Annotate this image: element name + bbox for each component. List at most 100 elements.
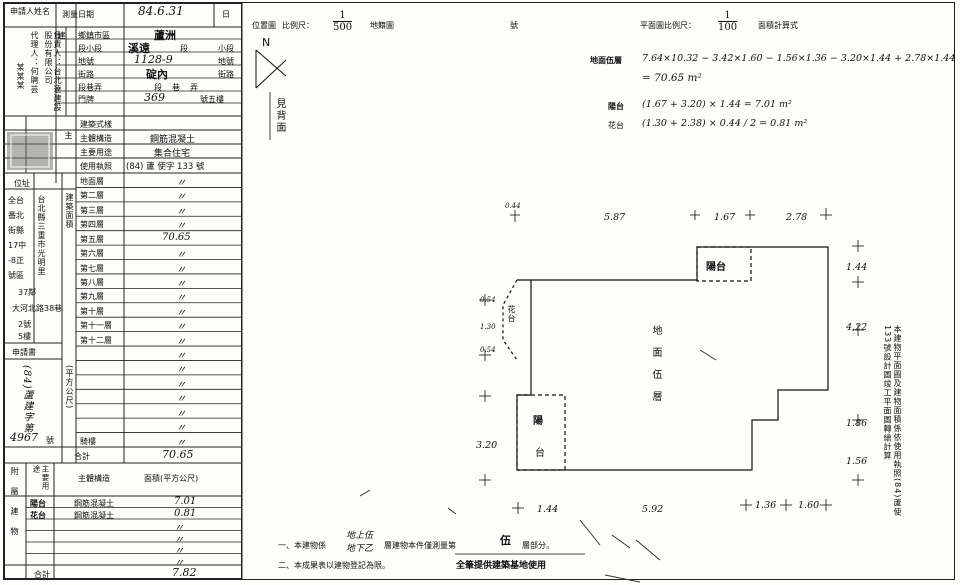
attached-total: 7.82 — [172, 566, 197, 579]
unit-vertical: (平方公尺) — [65, 365, 74, 410]
plan-balcony-left-1: 陽 — [533, 416, 543, 427]
note3: 全筆提供建築基地使用 — [456, 561, 547, 571]
area-calc-label: 面積計算式 — [758, 21, 798, 30]
sheet-border — [3, 2, 955, 580]
base-row-1-unit2: 小段 — [218, 44, 234, 53]
floor-value: 〃 — [176, 379, 186, 391]
note1-end: 層部分。 — [522, 541, 554, 550]
attached-area: 〃 — [174, 546, 184, 557]
scale-label: 比例尺： — [282, 21, 314, 30]
base-row-3-label: 街路 — [78, 70, 94, 79]
location-text-5: 5樓 — [18, 332, 32, 341]
floor-value: 〃 — [176, 178, 186, 189]
plan-scale-num: 1 — [718, 10, 738, 22]
structure-value: 鋼筋混凝土 — [150, 135, 196, 145]
plan-scale-label: 平面圖比例尺： — [640, 21, 696, 30]
note1-stack-1: 地上伍 — [346, 531, 374, 541]
measure-date-day: 日 — [222, 10, 230, 19]
floor-value: 〃 — [176, 307, 186, 319]
attached-use: 花台 — [30, 510, 46, 520]
notes-vertical: 本建物平面圖及建物面積係依使用執照(84)蘆使133號設計圖竣工平面圖轉繪計算 — [883, 325, 902, 517]
attached-area: 〃 — [174, 534, 184, 546]
applicant-doc: (84)蘆建字第 — [21, 365, 32, 434]
applicant-date-label: 申請書 — [12, 348, 36, 357]
attached-header-structure: 主體構造 — [78, 474, 110, 483]
plan-dimension-label: 0.44 — [505, 202, 521, 210]
floor-label: 第三層 — [80, 205, 104, 215]
seal-stamp — [7, 132, 53, 170]
plan-dimension-label: 1.60 — [798, 500, 820, 511]
note2: 二、本成果表以建物登記為限。 — [278, 561, 390, 570]
base-row-5-value: 369 — [144, 91, 165, 104]
register-table: 申請人姓名 測量日期 84.6.31 日 負責人：台北達建設股份有限公司 代理人… — [4, 3, 242, 579]
location-label: 位址 — [14, 179, 30, 188]
permit-value: (84) 蘆 使字 133 號 — [126, 162, 205, 172]
permit-label: 使用執照 — [80, 162, 112, 171]
base-row-5-label: 門牌 — [78, 95, 94, 104]
plan-dimension-label: 1.86 — [846, 418, 868, 429]
plan-main-label: 地面伍層 — [650, 325, 661, 413]
plan-balcony-top: 陽台 — [706, 262, 726, 273]
scale-num: 1 — [333, 10, 353, 22]
floor-label: 第八層 — [80, 277, 104, 287]
floor-value: 〃 — [176, 365, 186, 377]
scan-noise — [359, 349, 717, 583]
calc-row-3-expr: (1.30 + 2.38) × 0.44 / 2 = 0.81 m² — [642, 118, 808, 129]
floor-label: 第五層 — [80, 234, 104, 244]
main-section-label: 主 — [64, 131, 73, 140]
applicant-doc-suffix: 號 — [46, 436, 54, 445]
base-row-5-unit: 號五樓 — [200, 95, 224, 104]
attached-structure: 鋼筋混凝土 — [74, 499, 114, 508]
note1-prefix: 一、本建物係 — [278, 541, 326, 550]
floor-label: 第十一層 — [80, 321, 112, 331]
note1-suffix: 層建物本件僅測量第 — [384, 541, 456, 550]
attached-label: 附屬建物 — [10, 467, 19, 547]
floor-label: 第七層 — [80, 263, 104, 273]
note1-floor: 伍 — [500, 534, 511, 547]
floor-value: 〃 — [176, 394, 186, 406]
base-row-2-unit: 地號 — [218, 57, 234, 66]
location-text-1: 台北縣三重市光明里 — [37, 195, 46, 276]
location-left-3: 17中 — [8, 241, 27, 250]
plan-dimension-label: 0.54 — [480, 296, 496, 304]
floor-label: 第十二層 — [80, 335, 112, 345]
base-row-3-value: 碇內 — [146, 68, 168, 81]
plan-dimension-label: 1.30 — [480, 323, 496, 331]
building-style-label: 建築式樣 — [80, 120, 112, 129]
applicant-line-3: 某某某 — [16, 63, 25, 90]
floor-label: 第四層 — [80, 220, 104, 230]
plan-dimension-label: 2.78 — [786, 212, 808, 223]
plan-planter: 花台 — [507, 305, 516, 323]
total-value: 70.65 — [162, 448, 194, 461]
scale-den: 500 — [333, 22, 353, 33]
see-back-label: 見背面 — [274, 98, 285, 134]
floor-label: 第六層 — [80, 249, 104, 259]
location-text-4: 2號 — [18, 320, 32, 329]
location-map-label: 位置圖 — [252, 21, 276, 30]
base-row-4-label: 段巷弄 — [78, 83, 102, 92]
measure-date-label: 測量日期 — [62, 10, 94, 19]
base-row-2-label: 地號 — [78, 57, 94, 66]
base-row-1-unit1: 段 — [180, 44, 188, 53]
base-row-2-value: 1128-9 — [134, 53, 173, 66]
plan-scale-fraction: 1 100 — [718, 10, 738, 33]
floor-value: 〃 — [176, 250, 186, 262]
floor-label: 地面層 — [80, 177, 104, 186]
floor-value: 〃 — [176, 278, 186, 290]
no-label: 號 — [510, 21, 518, 30]
plan-dimension-label: 0.54 — [480, 346, 496, 354]
floor-value: 〃 — [176, 437, 186, 449]
calc-row-3-label: 花台 — [608, 121, 624, 130]
floor-value: 〃 — [176, 336, 186, 348]
register-grid — [4, 3, 242, 579]
base-row-1-value: 溪遠 — [128, 42, 150, 55]
location-left-0: 全台 — [8, 196, 24, 205]
plan-dimension-label: 3.20 — [476, 440, 498, 451]
total-label: 合計 — [74, 452, 90, 461]
calc-row-0-label: 地面伍層 — [590, 56, 622, 65]
floor-value: 〃 — [176, 264, 186, 276]
attached-area: 7.01 — [174, 496, 197, 507]
dimension-marks — [479, 208, 864, 514]
north-arrow-icon — [255, 49, 287, 89]
